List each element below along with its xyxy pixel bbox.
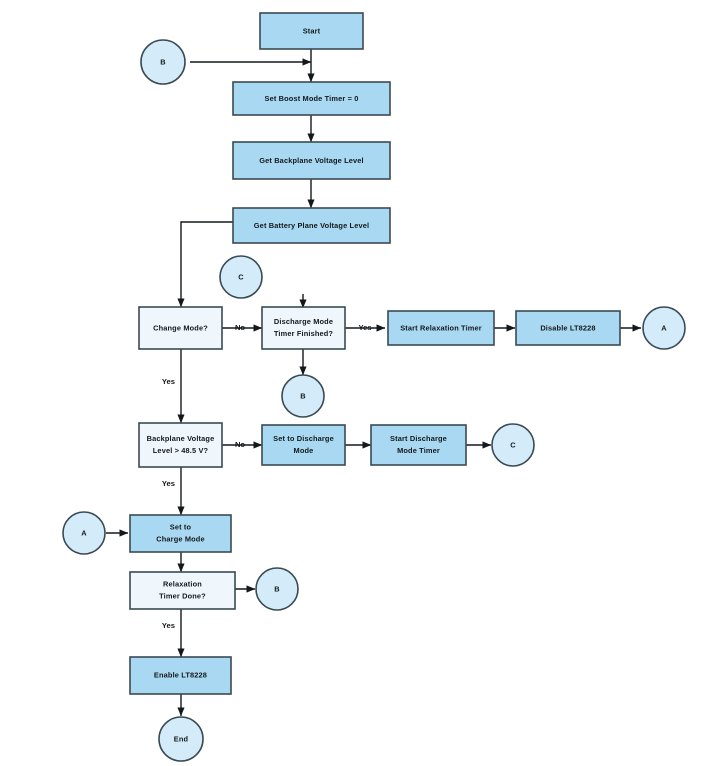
connector-b-bottom-circle[interactable] bbox=[255, 567, 299, 611]
node-connector-c-top[interactable]: C bbox=[219, 255, 263, 299]
discharge-timer-finished-box[interactable] bbox=[261, 306, 346, 350]
node-connector-c-right[interactable]: C bbox=[491, 423, 535, 467]
start-box[interactable] bbox=[259, 12, 364, 50]
get-backplane-voltage-box[interactable] bbox=[232, 141, 391, 180]
set-discharge-mode-label-line1: Set to Discharge bbox=[273, 434, 334, 443]
node-connector-a-right[interactable]: A bbox=[642, 306, 686, 350]
start-discharge-timer-box[interactable] bbox=[370, 424, 467, 466]
node-connector-b-bottom[interactable]: B bbox=[255, 567, 299, 611]
connector-a-right-circle[interactable] bbox=[642, 306, 686, 350]
set-discharge-mode-label-line2: Mode bbox=[294, 446, 314, 455]
connector-c-top-label: C bbox=[238, 272, 244, 281]
connector-a-right-label: A bbox=[661, 323, 667, 332]
connector-c-right-label: C bbox=[510, 440, 516, 449]
node-relaxation-timer-done[interactable]: Relaxation Timer Done? bbox=[129, 571, 236, 610]
backplane-level-label-line2: Level > 48.5 V? bbox=[153, 446, 209, 455]
disable-lt8228-box[interactable] bbox=[515, 310, 621, 346]
connector-b-bottom-label: B bbox=[274, 584, 280, 593]
edge-label-discharge-timer-yes: Yes bbox=[358, 323, 371, 332]
edge-label-backplane-level-yes: Yes bbox=[162, 479, 175, 488]
discharge-timer-finished-label-line1: Discharge Mode bbox=[274, 317, 333, 326]
get-battery-voltage-box[interactable] bbox=[232, 207, 391, 244]
set-discharge-mode-box[interactable] bbox=[261, 424, 346, 466]
discharge-timer-finished-label-line2: Timer Finished? bbox=[274, 329, 334, 338]
start-discharge-timer-label-line1: Start Discharge bbox=[390, 434, 447, 443]
node-start-discharge-timer[interactable]: Start Discharge Mode Timer bbox=[370, 424, 467, 466]
set-charge-mode-label-line2: Charge Mode bbox=[156, 534, 204, 543]
node-start[interactable]: Start bbox=[259, 12, 364, 50]
edge-label-relaxation-yes: Yes bbox=[162, 621, 175, 630]
node-enable-lt8228[interactable]: Enable LT8228 bbox=[129, 656, 232, 695]
enable-lt8228-label: Enable LT8228 bbox=[154, 670, 207, 679]
connector-b-mid-circle[interactable] bbox=[281, 374, 325, 418]
start-discharge-timer-label-line2: Mode Timer bbox=[397, 446, 440, 455]
node-set-charge-mode[interactable]: Set to Charge Mode bbox=[129, 514, 232, 553]
connector-b-mid-label: B bbox=[300, 391, 306, 400]
node-backplane-level-decision[interactable]: Backplane Voltage Level > 48.5 V? bbox=[138, 422, 223, 468]
get-backplane-voltage-label: Get Backplane Voltage Level bbox=[259, 156, 364, 165]
node-get-battery-voltage[interactable]: Get Battery Plane Voltage Level bbox=[232, 207, 391, 244]
connector-a-left-label: A bbox=[81, 528, 87, 537]
edge-label-backplane-level-no: No bbox=[235, 440, 245, 449]
connector-a-left-circle[interactable] bbox=[62, 511, 106, 555]
node-get-backplane-voltage[interactable]: Get Backplane Voltage Level bbox=[232, 141, 391, 180]
connector-b-top-circle[interactable] bbox=[140, 39, 186, 85]
node-change-mode[interactable]: Change Mode? bbox=[138, 306, 223, 350]
backplane-level-label-line1: Backplane Voltage bbox=[147, 434, 215, 443]
edge-layer: No Yes Yes No Yes bbox=[106, 49, 642, 717]
change-mode-label: Change Mode? bbox=[153, 323, 208, 332]
relaxation-timer-done-label-line1: Relaxation bbox=[163, 579, 202, 588]
set-boost-timer-box[interactable] bbox=[232, 81, 391, 116]
connector-c-right-circle[interactable] bbox=[491, 423, 535, 467]
set-charge-mode-box[interactable] bbox=[129, 514, 232, 553]
start-relaxation-timer-label: Start Relaxation Timer bbox=[400, 323, 482, 332]
enable-lt8228-box[interactable] bbox=[129, 656, 232, 695]
node-connector-b-top[interactable]: B bbox=[140, 39, 186, 85]
edge-get-battery-to-change-mode bbox=[177, 221, 233, 308]
connector-c-top-circle[interactable] bbox=[219, 255, 263, 299]
set-boost-timer-label: Set Boost Mode Timer = 0 bbox=[264, 94, 358, 103]
node-start-relaxation-timer[interactable]: Start Relaxation Timer bbox=[387, 310, 495, 346]
set-charge-mode-label-line1: Set to bbox=[170, 522, 192, 531]
node-connector-b-mid[interactable]: B bbox=[281, 374, 325, 418]
node-end[interactable]: End bbox=[158, 716, 204, 762]
change-mode-box[interactable] bbox=[138, 306, 223, 350]
end-circle[interactable] bbox=[158, 716, 204, 762]
start-label: Start bbox=[303, 26, 321, 35]
connector-b-top-label: B bbox=[160, 57, 166, 66]
get-battery-voltage-label: Get Battery Plane Voltage Level bbox=[254, 221, 369, 230]
node-connector-a-left[interactable]: A bbox=[62, 511, 106, 555]
node-disable-lt8228[interactable]: Disable LT8228 bbox=[515, 310, 621, 346]
start-relaxation-timer-box[interactable] bbox=[387, 310, 495, 346]
backplane-level-box[interactable] bbox=[138, 422, 223, 468]
relaxation-timer-done-box[interactable] bbox=[129, 571, 236, 610]
edge-label-change-mode-no: No bbox=[235, 323, 245, 332]
disable-lt8228-label: Disable LT8228 bbox=[540, 323, 595, 332]
edge-label-change-mode-yes: Yes bbox=[162, 377, 175, 386]
node-set-boost-timer[interactable]: Set Boost Mode Timer = 0 bbox=[232, 81, 391, 116]
end-label: End bbox=[174, 734, 189, 743]
node-discharge-timer-finished[interactable]: Discharge Mode Timer Finished? bbox=[261, 306, 346, 350]
relaxation-timer-done-label-line2: Timer Done? bbox=[159, 591, 206, 600]
node-set-discharge-mode[interactable]: Set to Discharge Mode bbox=[261, 424, 346, 466]
